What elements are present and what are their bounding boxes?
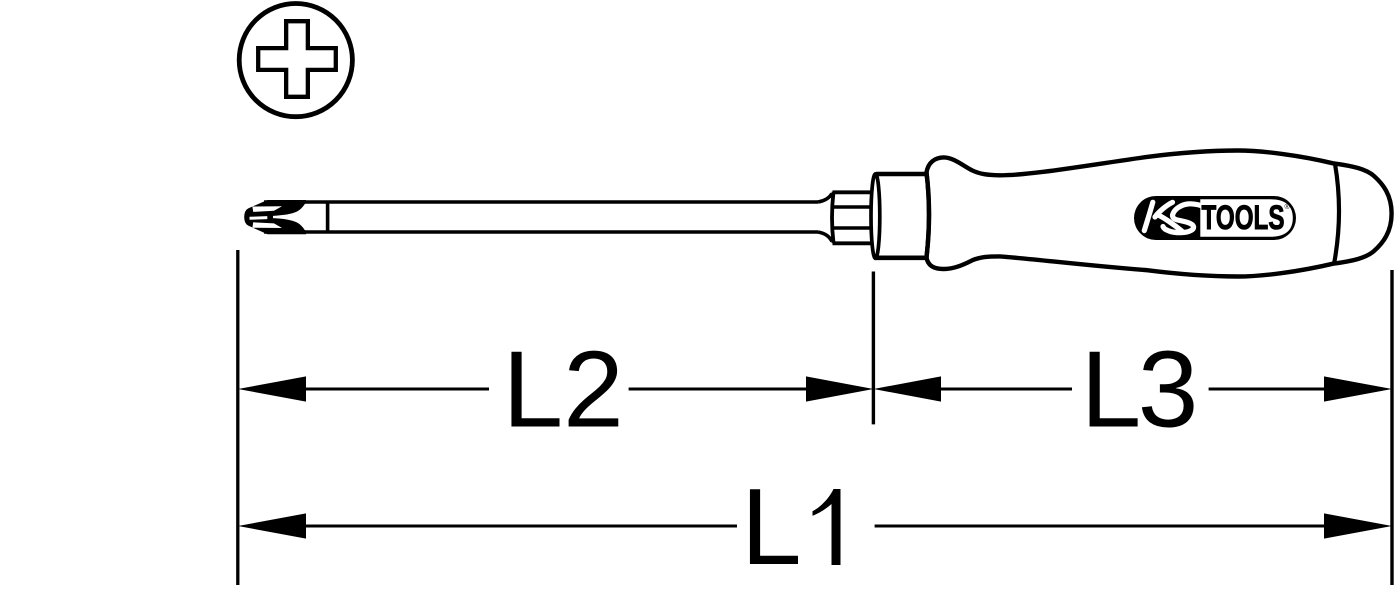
svg-text:L: L bbox=[741, 466, 802, 588]
svg-text:L3: L3 bbox=[1081, 329, 1199, 451]
svg-text:L2: L2 bbox=[502, 329, 623, 451]
svg-text:TOOLS: TOOLS bbox=[1202, 199, 1285, 237]
svg-text:®: ® bbox=[1285, 203, 1291, 211]
